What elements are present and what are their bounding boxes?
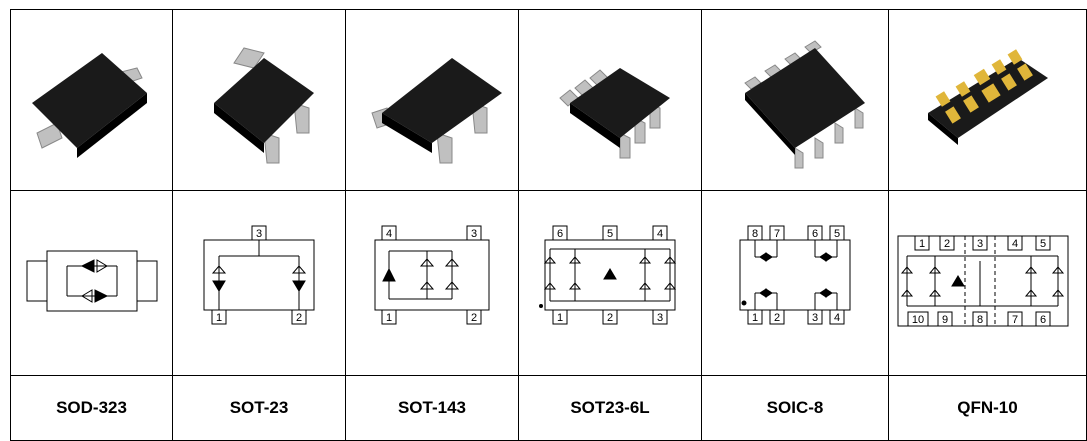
pin-label: 4: [1011, 238, 1017, 250]
pin-label: 3: [471, 228, 477, 240]
pin-label: 4: [386, 228, 392, 240]
pin-label: 8: [752, 228, 758, 240]
pin-label: 1: [557, 312, 563, 324]
sod323-schematic: [10, 190, 173, 376]
pin-label: 4: [834, 312, 840, 324]
pin-label: 9: [941, 314, 947, 326]
pin-label: 2: [943, 238, 949, 250]
sot23-6l-photo: [518, 9, 702, 191]
pin-label: 6: [1039, 314, 1045, 326]
soic8-schematic: 8 7 6 5 1 2 3 4: [701, 190, 889, 376]
pin-label: 7: [1011, 314, 1017, 326]
soic8-photo: [701, 9, 889, 191]
pin-label: 1: [918, 238, 924, 250]
package-name: SOIC-8: [701, 375, 889, 441]
pin-label: 3: [657, 312, 663, 324]
package-name: SOT23-6L: [518, 375, 702, 441]
pin-label: 5: [1039, 238, 1045, 250]
pin-label: 3: [812, 312, 818, 324]
pin-label: 6: [557, 228, 563, 240]
pin-label: 1: [386, 312, 392, 324]
qfn10-schematic: 1 2 3 4 5 10 9 8 7 6: [888, 190, 1087, 376]
sot143-photo: [345, 9, 519, 191]
pin-label: 2: [607, 312, 613, 324]
package-name: QFN-10: [888, 375, 1087, 441]
pin-label: 2: [296, 312, 302, 324]
qfn10-photo: [888, 9, 1087, 191]
pin-label: 2: [774, 312, 780, 324]
pin-label: 10: [911, 314, 923, 326]
pin-label: 8: [976, 314, 982, 326]
pin-label: 1: [752, 312, 758, 324]
pin-label: 4: [657, 228, 663, 240]
package-name: SOT-143: [345, 375, 519, 441]
pin-label: 3: [976, 238, 982, 250]
sod323-photo: [10, 9, 173, 191]
package-table: 3 1 2 4 3 1 2 6 5 4 1 2 3 8 7 6 5 1 2 3 4 1 2 3 4 5 10 9 8 7 6 SOD…: [10, 9, 1087, 441]
pin-label: 7: [774, 228, 780, 240]
sot23-schematic: 3 1 2: [172, 190, 346, 376]
pin-label: 2: [471, 312, 477, 324]
package-name: SOT-23: [172, 375, 346, 441]
pin-label: 5: [834, 228, 840, 240]
pin-label: 1: [216, 312, 222, 324]
sot23-6l-schematic: 6 5 4 1 2 3: [518, 190, 702, 376]
sot143-schematic: 4 3 1 2: [345, 190, 519, 376]
pin-label: 3: [256, 228, 262, 240]
sot23-photo: [172, 9, 346, 191]
package-name: SOD-323: [10, 375, 173, 441]
pin-label: 5: [607, 228, 613, 240]
pin-label: 6: [812, 228, 818, 240]
